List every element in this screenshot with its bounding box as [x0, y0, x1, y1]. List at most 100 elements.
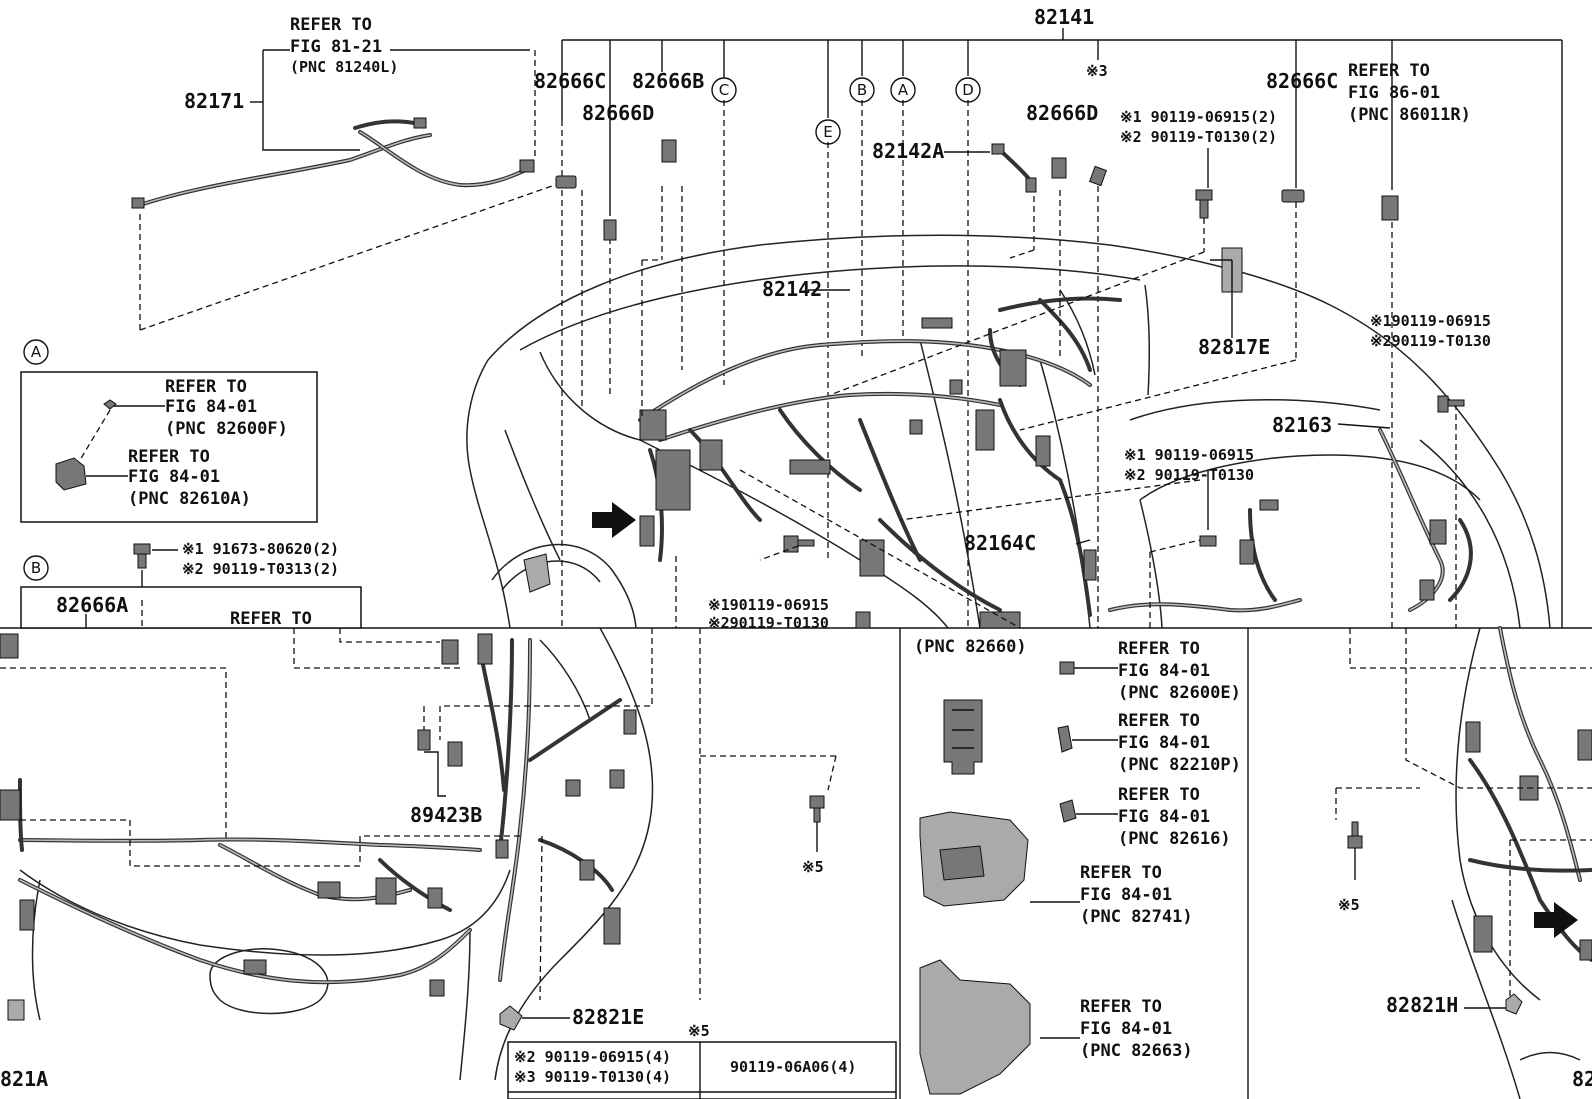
table-left-line1: ※2 90119-06915(4) — [514, 1048, 671, 1066]
svg-text:FIG 86-01: FIG 86-01 — [1348, 83, 1440, 103]
bolt-note-center: ※190119-06915 ※290119-T0130 — [708, 596, 829, 632]
table-left-line2: ※3 90119-T0130(4) — [514, 1068, 671, 1086]
svg-text:REFER TO: REFER TO — [230, 609, 312, 629]
svg-text:REFER TO: REFER TO — [1348, 61, 1430, 81]
pnc-82660: (PNC 82660) — [914, 637, 1027, 657]
label-82666a: 82666A — [56, 593, 128, 617]
svg-text:※2 90119-T0130: ※2 90119-T0130 — [1124, 466, 1254, 484]
label-82-edge: 82 — [1572, 1067, 1592, 1091]
dashed-lines-top — [139, 50, 1297, 629]
svg-text:FIG 84-01: FIG 84-01 — [1080, 1019, 1172, 1039]
rear-harness — [1335, 626, 1592, 1099]
circle-ref-b-box: B — [23, 555, 49, 581]
note-5-c: ※5 — [688, 1022, 710, 1040]
front-harness — [0, 627, 837, 1081]
svg-text:FIG 84-01: FIG 84-01 — [1118, 733, 1210, 753]
relay-block-parts — [919, 661, 1118, 1095]
circle-ref-a-box: A — [23, 339, 49, 365]
connectors-top — [523, 139, 1465, 629]
svg-text:D: D — [962, 81, 974, 99]
label-82141: 82141 — [1034, 5, 1094, 29]
refer-note-a1: REFER TO FIG 84-01 (PNC 82600F) — [165, 377, 288, 439]
svg-text:(PNC 86011R): (PNC 86011R) — [1348, 105, 1471, 125]
bolt-note-mid: ※1 90119-06915 ※2 90119-T0130 — [1124, 446, 1254, 484]
svg-text:※1 90119-06915(2): ※1 90119-06915(2) — [1120, 108, 1277, 126]
circle-ref-e-top: E — [815, 119, 841, 145]
svg-text:FIG 84-01: FIG 84-01 — [1118, 661, 1210, 681]
svg-text:C: C — [719, 81, 729, 99]
svg-text:REFER TO: REFER TO — [1118, 785, 1200, 805]
svg-text:REFER TO: REFER TO — [1080, 863, 1162, 883]
refer-note-b-partial: REFER TO — [230, 609, 312, 629]
svg-text:REFER TO: REFER TO — [1118, 639, 1200, 659]
svg-text:(PNC 81240L): (PNC 81240L) — [290, 58, 398, 76]
circle-ref-d-top: D — [955, 77, 981, 103]
circle-refs: C B A D E A B — [23, 77, 981, 581]
svg-text:※2 90119-T0313(2): ※2 90119-T0313(2) — [182, 560, 339, 578]
refer-note-d4: REFER TO FIG 84-01 (PNC 82741) — [1080, 863, 1193, 927]
note-5-b: ※5 — [1338, 896, 1360, 914]
label-82164c: 82164C — [964, 531, 1036, 555]
svg-text:B: B — [31, 559, 41, 577]
svg-text:(PNC 82741): (PNC 82741) — [1080, 907, 1193, 927]
car-body-outline — [466, 234, 1551, 629]
svg-text:(PNC 82610A): (PNC 82610A) — [128, 489, 251, 509]
label-82142a: 82142A — [872, 139, 944, 163]
bolt-note-b: ※1 91673-80620(2) ※2 90119-T0313(2) — [182, 540, 339, 578]
svg-text:FIG 84-01: FIG 84-01 — [1080, 885, 1172, 905]
svg-text:※1 90119-06915: ※1 90119-06915 — [1124, 446, 1254, 464]
svg-text:※290119-T0130: ※290119-T0130 — [708, 614, 829, 632]
svg-text:(PNC 82600F): (PNC 82600F) — [165, 419, 288, 439]
refer-note-d1: REFER TO FIG 84-01 (PNC 82600E) — [1118, 639, 1241, 703]
label-82666d-right: 82666D — [1026, 101, 1098, 125]
bolt-notes: ※1 90119-06915(2) ※2 90119-T0130(2) ※190… — [182, 108, 1491, 632]
refer-note-81-21: REFER TO FIG 81-21 (PNC 81240L) — [290, 15, 398, 76]
svg-text:A: A — [898, 81, 909, 99]
refer-note-d3: REFER TO FIG 84-01 (PNC 82616) — [1118, 785, 1231, 849]
label-82142: 82142 — [762, 277, 822, 301]
svg-text:A: A — [31, 343, 42, 361]
svg-text:REFER TO: REFER TO — [1118, 711, 1200, 731]
table-right: 90119-06A06(4) — [730, 1058, 856, 1076]
svg-text:(PNC 82616): (PNC 82616) — [1118, 829, 1231, 849]
top-leaders — [561, 40, 1457, 628]
circle-ref-a-top: A — [890, 77, 916, 103]
label-82666d-left: 82666D — [582, 101, 654, 125]
svg-text:(PNC 82600E): (PNC 82600E) — [1118, 683, 1241, 703]
refer-notes: REFER TO FIG 81-21 (PNC 81240L) REFER TO… — [128, 15, 1471, 1061]
label-82821e: 82821E — [572, 1005, 644, 1029]
svg-text:※190119-06915: ※190119-06915 — [1370, 312, 1491, 330]
box-a — [20, 371, 318, 523]
box-b — [20, 543, 362, 629]
refer-note-a2: REFER TO FIG 84-01 (PNC 82610A) — [128, 447, 251, 509]
note-3: ※3 — [1086, 62, 1108, 80]
svg-text:※1 91673-80620(2): ※1 91673-80620(2) — [182, 540, 339, 558]
refer-note-d5: REFER TO FIG 84-01 (PNC 82663) — [1080, 997, 1193, 1061]
part-labels: 82141 82171 82666C 82666B 82666D 82666D … — [0, 5, 1592, 1091]
svg-text:FIG 84-01: FIG 84-01 — [1118, 807, 1210, 827]
label-82817e: 82817E — [1198, 335, 1270, 359]
svg-text:FIG 84-01: FIG 84-01 — [165, 397, 257, 417]
label-82171: 82171 — [184, 89, 244, 113]
svg-text:REFER TO: REFER TO — [1080, 997, 1162, 1017]
refer-note-d2: REFER TO FIG 84-01 (PNC 82210P) — [1118, 711, 1241, 775]
svg-text:※190119-06915: ※190119-06915 — [708, 596, 829, 614]
svg-text:※290119-T0130: ※290119-T0130 — [1370, 332, 1491, 350]
label-82821h: 82821H — [1386, 993, 1458, 1017]
circle-ref-c-top: C — [711, 77, 737, 103]
svg-text:※2 90119-T0130(2): ※2 90119-T0130(2) — [1120, 128, 1277, 146]
svg-text:REFER TO: REFER TO — [128, 447, 210, 467]
bolt-note-right: ※190119-06915 ※290119-T0130 — [1370, 312, 1491, 350]
note-5-a: ※5 — [802, 858, 824, 876]
label-82163: 82163 — [1272, 413, 1332, 437]
label-82666b: 82666B — [632, 69, 704, 93]
svg-text:REFER TO: REFER TO — [165, 377, 247, 397]
refer-note-86-01: REFER TO FIG 86-01 (PNC 86011R) — [1348, 61, 1471, 125]
label-82666c-right: 82666C — [1266, 69, 1338, 93]
fastener-table — [507, 1041, 897, 1099]
svg-text:(PNC 82663): (PNC 82663) — [1080, 1041, 1193, 1061]
svg-text:(PNC 82210P): (PNC 82210P) — [1118, 755, 1241, 775]
svg-text:E: E — [823, 123, 832, 141]
label-leaders-top — [250, 49, 1391, 545]
